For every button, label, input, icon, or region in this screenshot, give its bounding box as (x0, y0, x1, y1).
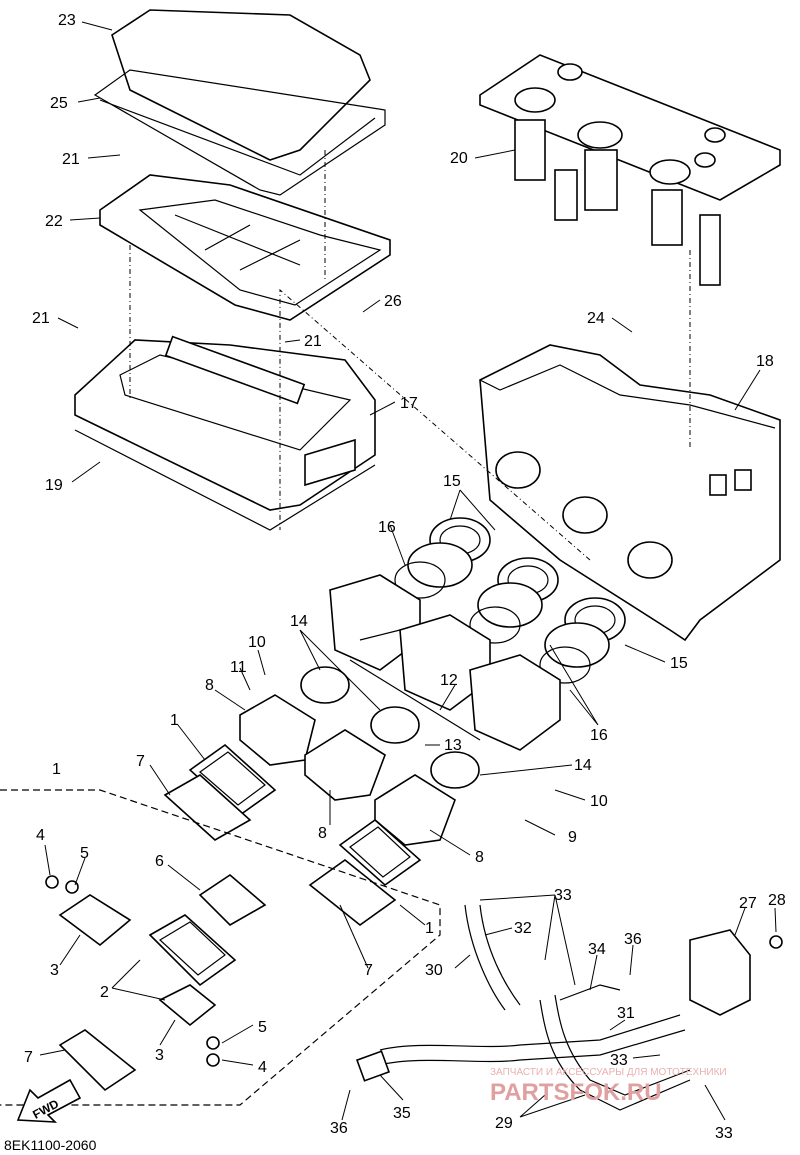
callout-6: 6 (155, 853, 164, 870)
callout-24: 24 (587, 310, 605, 327)
callout-33: 33 (610, 1052, 628, 1069)
callout-4: 4 (36, 827, 45, 844)
callout-12: 12 (440, 672, 458, 689)
watermark: ЗАПЧАСТИ И АКСЕССУАРЫ ДЛЯ МОТОТЕХНИКИ PA… (490, 1067, 727, 1106)
callout-8: 8 (205, 677, 214, 694)
callout-7: 7 (136, 753, 145, 770)
diagram-code: 8EK1100-2060 (4, 1137, 97, 1153)
callout-1: 1 (52, 761, 61, 778)
callout-15: 15 (443, 473, 461, 490)
callout-21: 21 (32, 310, 50, 327)
callout-4: 4 (258, 1059, 267, 1076)
air-filter-cover (93, 9, 386, 196)
callout-2: 2 (100, 984, 109, 1001)
callout-20: 20 (450, 150, 468, 167)
callout-3: 3 (50, 962, 59, 979)
callout-7: 7 (24, 1049, 33, 1066)
hose-clamps-14 (300, 666, 480, 789)
hose-clamps-16 (394, 561, 591, 684)
air-box-case (479, 344, 781, 642)
callout-27: 27 (739, 895, 757, 912)
reed-kit-exploded (0, 789, 441, 1106)
leader-lines (39, 21, 777, 1121)
callout-5: 5 (258, 1019, 267, 1036)
callout-22: 22 (45, 213, 63, 230)
fwd-arrow: FWD (16, 1078, 82, 1123)
callout-16: 16 (378, 519, 396, 536)
callout-32: 32 (514, 920, 532, 937)
callout-21: 21 (62, 151, 80, 168)
callout-11: 11 (230, 659, 247, 676)
callout-8: 8 (318, 825, 327, 842)
callout-9: 9 (568, 829, 577, 846)
callout-19: 19 (45, 477, 63, 494)
callout-13: 13 (444, 737, 462, 754)
callout-36: 36 (330, 1120, 348, 1137)
watermark-line1: ЗАПЧАСТИ И АКСЕССУАРЫ ДЛЯ МОТОТЕХНИКИ (490, 1067, 727, 1078)
callout-30: 30 (425, 962, 443, 979)
callout-1: 1 (170, 712, 179, 729)
callout-29: 29 (495, 1115, 513, 1132)
callout-15: 15 (670, 655, 688, 672)
intake-joints (407, 517, 626, 668)
callout-10: 10 (248, 634, 266, 651)
intake-manifolds (239, 694, 456, 846)
callout-21: 21 (304, 333, 322, 350)
callout-1: 1 (425, 920, 434, 937)
callout-34: 34 (588, 941, 606, 958)
reed-valves (163, 743, 422, 927)
callout-36: 36 (624, 931, 642, 948)
callout-3: 3 (155, 1047, 164, 1064)
callout-17: 17 (400, 395, 418, 412)
callout-labels: 23 25 21 22 21 21 26 17 19 20 24 18 15 1… (24, 12, 786, 1142)
carburetor-assembly (329, 574, 561, 751)
callout-28: 28 (768, 892, 786, 909)
callout-35: 35 (393, 1105, 411, 1122)
callout-26: 26 (384, 293, 402, 310)
callout-33: 33 (554, 887, 572, 904)
watermark-line2: PARTSFOK.RU (490, 1079, 662, 1106)
callout-25: 25 (50, 95, 68, 112)
air-box-upper (479, 54, 781, 286)
callout-8: 8 (475, 849, 484, 866)
callout-14: 14 (574, 757, 592, 774)
callout-23: 23 (58, 12, 76, 29)
oil-pump-hoses (355, 904, 783, 1111)
callout-18: 18 (756, 353, 774, 370)
air-filter-element (99, 174, 391, 321)
callout-16: 16 (590, 727, 608, 744)
callout-33: 33 (715, 1125, 733, 1142)
callout-10: 10 (590, 793, 608, 810)
air-box-lower (74, 335, 376, 531)
callout-7: 7 (364, 962, 373, 979)
callout-5: 5 (80, 845, 89, 862)
callout-14: 14 (290, 613, 308, 630)
callout-31: 31 (617, 1005, 635, 1022)
